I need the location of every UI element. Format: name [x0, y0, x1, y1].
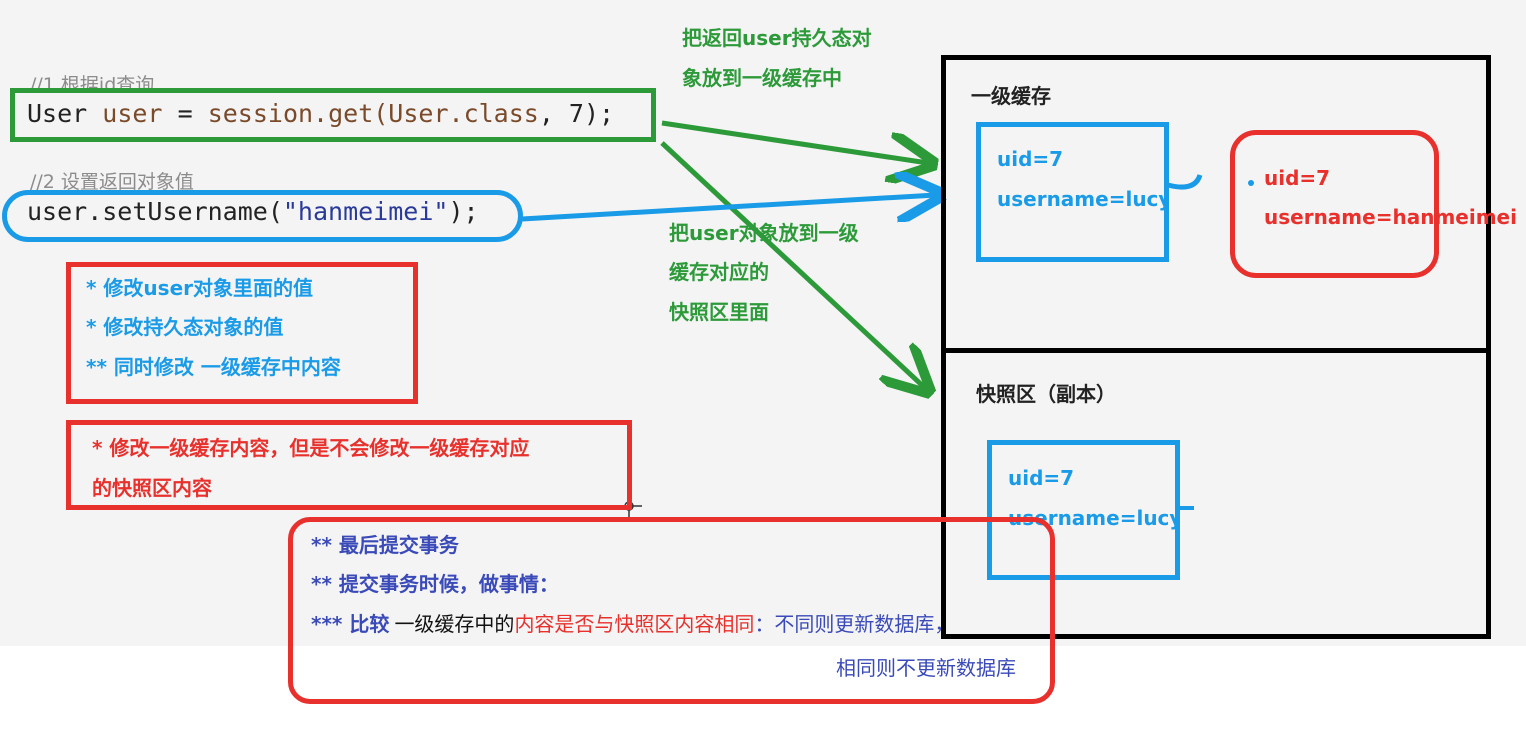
- modified-object-uid: uid=7: [1264, 166, 1331, 190]
- cache-object-box: [976, 122, 1169, 262]
- modify-note-line-3: ** 同时修改 一级缓存中内容: [86, 355, 341, 379]
- arrow-label-top-1: 把返回user持久态对: [682, 26, 872, 50]
- code-suffix: );: [448, 197, 479, 226]
- cache-object-username: username=lucy: [997, 187, 1165, 211]
- code-eq: =: [177, 99, 193, 128]
- code-var: user: [102, 99, 163, 128]
- arrow-label-mid-1: 把user对象放到一级: [669, 221, 859, 245]
- first-level-cache-title: 一级缓存: [971, 84, 1051, 108]
- arrow-set-username: [521, 195, 936, 219]
- session-cache-container: [941, 55, 1491, 639]
- arrow-to-snapshot: [660, 141, 925, 388]
- arrow-to-cache: [661, 120, 928, 163]
- commit-note-line-1: ** 最后提交事务: [311, 533, 459, 557]
- code-line-1-box: [10, 88, 656, 142]
- commit-note-box: [288, 517, 1055, 704]
- snapshot-note-line-2: 的快照区内容: [92, 476, 212, 500]
- code-line-1: User user = session.get(User.class, 7);: [27, 99, 614, 128]
- commit-compare-text: 内容是否与快照区内容相同: [514, 612, 755, 636]
- snapshot-object-uid: uid=7: [1008, 466, 1075, 490]
- modify-note-box: [66, 262, 418, 404]
- code-call: session.get(User.: [207, 99, 464, 128]
- code-line-2-box: [2, 190, 523, 242]
- commit-update-text: ：不同则更新数据库，: [754, 612, 955, 636]
- cache-divider: [941, 348, 1491, 353]
- connector-modified: [1167, 174, 1203, 190]
- code-comment-2: //2 设置返回对象值: [30, 171, 194, 193]
- code-type: User: [27, 99, 88, 128]
- snapshot-note-line-1: * 修改一级缓存内容，但是不会修改一级缓存对应: [92, 436, 530, 460]
- code-string: "hanmeimei": [282, 197, 449, 226]
- arrow-label-mid-2: 缓存对应的: [669, 260, 769, 284]
- commit-note-line-3: *** 比较 一级缓存中的内容是否与快照区内容相同：不同则更新数据库，: [311, 608, 954, 637]
- modify-note-line-2: * 修改持久态对象的值: [86, 315, 284, 339]
- commit-first-cache-text: 一级缓存中的: [394, 612, 515, 636]
- snapshot-note-box: [66, 420, 632, 510]
- code-line-2: user.setUsername("hanmeimei");: [27, 197, 479, 226]
- commit-note-line-2: ** 提交事务时候，做事情：: [311, 572, 559, 596]
- connector-dot: [1248, 180, 1254, 186]
- commit-note-line-4: 相同则不更新数据库: [836, 656, 1016, 680]
- code-rest: , 7);: [538, 99, 615, 128]
- modified-object-username: username=hanmeimei: [1264, 205, 1517, 229]
- arrow-label-mid-3: 快照区里面: [669, 300, 769, 324]
- snapshot-title: 快照区（副本）: [976, 382, 1116, 406]
- commit-compare-label: *** 比较: [311, 612, 390, 636]
- modified-object-box: [1230, 130, 1439, 278]
- arrow-label-top-2: 象放到一级缓存中: [682, 66, 842, 90]
- diagram-canvas: [0, 0, 1526, 646]
- code-prefix: user.setUsername(: [27, 197, 283, 226]
- snapshot-object-box: [987, 440, 1180, 580]
- cache-object-uid: uid=7: [997, 147, 1064, 171]
- code-keyword: class: [463, 99, 539, 128]
- modify-note-line-1: * 修改user对象里面的值: [86, 276, 313, 300]
